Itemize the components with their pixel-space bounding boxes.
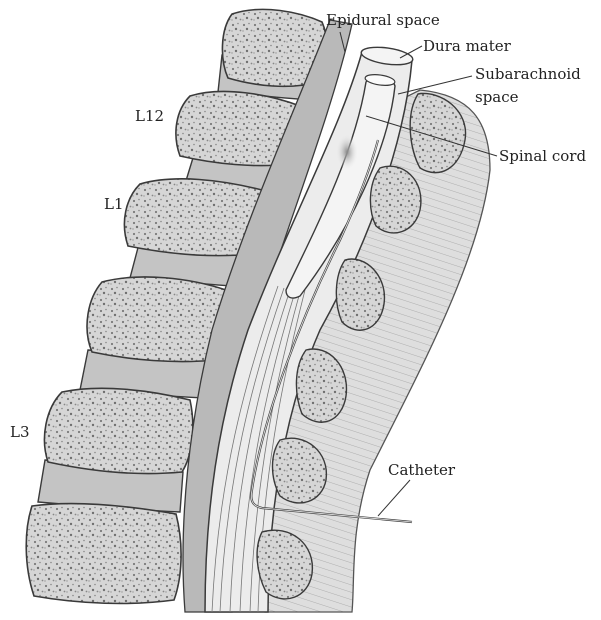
injection-spot [336, 134, 358, 170]
vertebra [26, 504, 181, 604]
label-epidural-space: Epidural space [326, 12, 440, 29]
label-subarachnoid-line1: Subarachnoid [475, 66, 581, 83]
label-catheter: Catheter [388, 462, 455, 479]
label-spinal-cord: Spinal cord [499, 148, 586, 165]
label-subarachnoid-line2: space [475, 89, 519, 106]
label-l3: L3 [10, 424, 30, 441]
label-l1: L1 [104, 196, 124, 213]
label-l12: L12 [135, 108, 164, 125]
vertebra-l3 [44, 388, 192, 473]
leader-catheter [378, 480, 410, 516]
label-dura-mater: Dura mater [423, 38, 511, 55]
